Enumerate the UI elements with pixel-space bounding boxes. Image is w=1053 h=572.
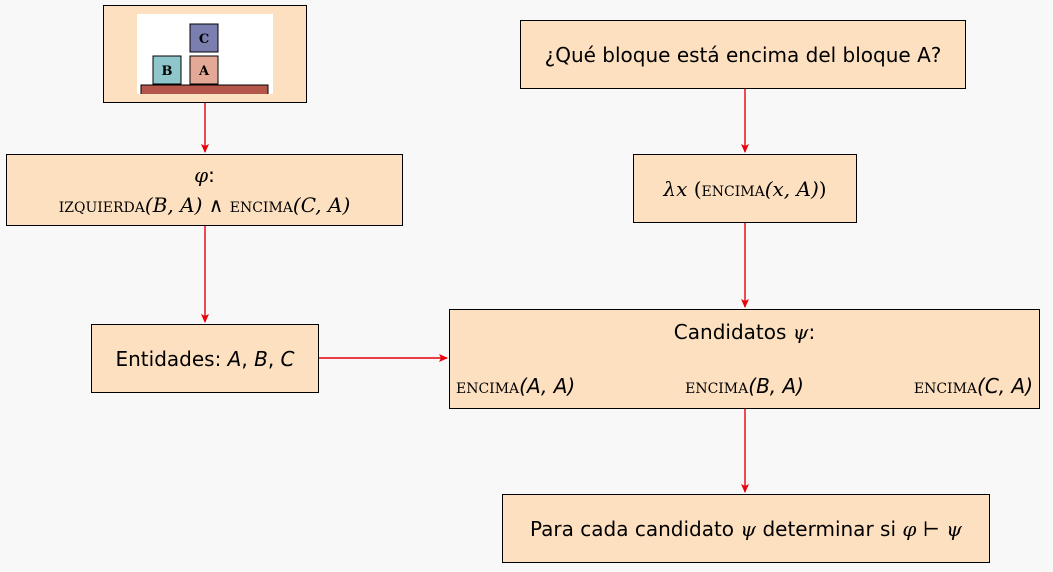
blocks-image-box: C B A [103, 5, 307, 103]
block-a [189, 55, 219, 85]
phi-and: ∧ [202, 193, 230, 217]
candidate-args: (B, A) [748, 374, 804, 398]
phi-colon: : [208, 163, 215, 187]
phi-args2: (C, A) [292, 193, 351, 217]
block-b [152, 55, 182, 85]
entity-b: B [254, 346, 268, 371]
lambda-close: ) [818, 176, 827, 201]
candidates-box: Candidatos ψ: encima(A, A) encima(B, A) … [449, 309, 1040, 409]
entities-label: Entidades: [115, 346, 228, 371]
candidate-pred: encima [456, 374, 520, 398]
entities-box: Entidades: A, B, C [91, 324, 319, 393]
block-c-label: C [199, 32, 209, 47]
entities-sep-1: , [241, 346, 255, 371]
candidates-list: encima(A, A) encima(B, A) encima(C, A) [456, 372, 1033, 400]
candidate-item: encima(B, A) [685, 372, 804, 400]
question-text: ¿Qué bloque está encima del bloque A? [544, 42, 942, 67]
phi-symbol: φ [194, 163, 209, 187]
candidate-args: (A, A) [519, 374, 576, 398]
table [140, 84, 269, 94]
phi-pred2: encima [229, 193, 293, 217]
lambda-symbol: λ [663, 176, 677, 201]
block-c [189, 23, 219, 53]
lambda-open: ( [687, 176, 702, 201]
question-box: ¿Qué bloque está encima del bloque A? [520, 20, 966, 89]
final-turnstile: ⊢ [916, 516, 947, 541]
candidate-args: (C, A) [977, 374, 1033, 398]
block-b-label: B [162, 64, 173, 79]
candidate-item: encima(C, A) [914, 372, 1033, 400]
candidate-item: encima(A, A) [456, 372, 575, 400]
final-phi: φ [902, 516, 917, 541]
candidate-pred: encima [685, 374, 749, 398]
candidates-heading: Candidatos ψ: [674, 318, 815, 346]
entity-c: C [280, 346, 295, 371]
final-box: Para cada candidato ψ determinar si φ ⊢ … [502, 494, 990, 563]
lambda-args: (x, A) [764, 176, 819, 201]
lambda-var: x [676, 176, 688, 201]
phi-formula: izquierda(B, A) ∧ encima(C, A) [59, 190, 351, 220]
final-psi2: ψ [946, 516, 962, 541]
candidate-pred: encima [913, 374, 978, 398]
phi-pred1: izquierda [58, 193, 145, 217]
entity-a: A [227, 346, 242, 371]
candidates-title: Candidatos [673, 320, 793, 344]
final-part2: determinar si [756, 516, 903, 541]
lambda-box: λx (encima(x, A)) [633, 154, 857, 223]
final-part1: Para cada candidato [530, 516, 741, 541]
final-psi: ψ [740, 516, 757, 541]
lambda-pred: encima [701, 176, 765, 201]
phi-heading: φ: [59, 160, 351, 190]
candidates-colon: : [808, 320, 816, 344]
phi-box: φ: izquierda(B, A) ∧ encima(C, A) [6, 154, 403, 226]
phi-args1: (B, A) [144, 193, 203, 217]
entities-sep-2: , [267, 346, 281, 371]
blocks-scene: C B A [137, 14, 273, 94]
candidates-psi: ψ [792, 320, 809, 344]
block-a-label: A [198, 64, 210, 79]
